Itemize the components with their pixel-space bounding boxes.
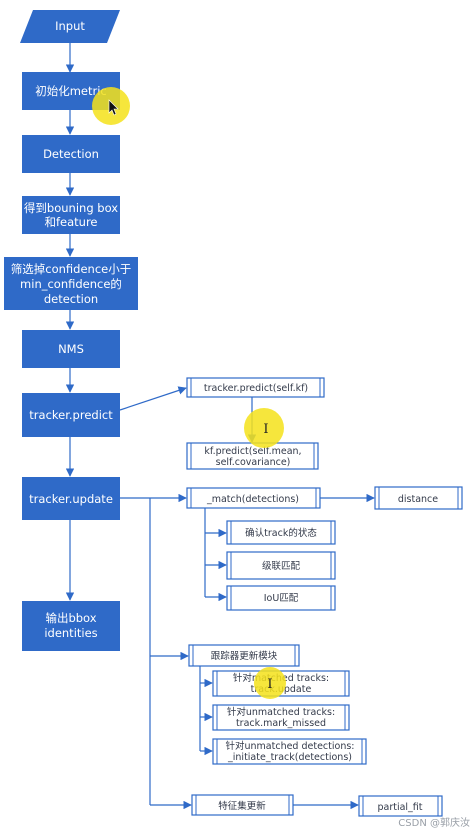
input-label: Input [55,19,85,33]
feature-set-update-node: 特征集更新 [191,794,294,816]
cursor-highlight-3: I [254,667,286,699]
distance-label: distance [398,494,438,505]
cascade-match-label: 级联匹配 [262,560,301,572]
output-label-line1: 输出bbox [45,611,96,625]
iou-match-node: IoU匹配 [226,585,336,611]
tracker-predict-call-node: tracker.predict(self.kf) [186,377,325,398]
init-metric-label: 初始化metric [35,84,107,98]
cascade-match-node: 级联匹配 [226,551,336,580]
get-bbox-label-line1: 得到bouning box [24,201,118,215]
cursor-highlight-1 [92,87,130,125]
nms-node: NMS [22,330,120,368]
filter-label-line3: detection [44,292,98,306]
distance-node: distance [374,486,463,510]
unmatched-tracks-label-line2: track.mark_missed [236,718,326,729]
unmatched-tracks-label-line1: 针对unmatched tracks: [227,706,335,718]
filter-confidence-node: 筛选掉confidence小于 min_confidence的 detectio… [4,257,138,310]
partial-fit-node: partial_fit [358,795,443,817]
tracker-predict-label: tracker.predict [29,408,113,422]
detection-label: Detection [43,147,99,161]
tracker-predict-call-label: tracker.predict(self.kf) [204,383,308,394]
detection-node: Detection [22,135,120,173]
tracker-predict-node: tracker.predict [22,393,120,437]
tracker-update-module-label: 跟踪器更新模块 [211,650,278,662]
update-branch-connectors [120,493,375,810]
unmatched-tracks-node: 针对unmatched tracks: track.mark_missed [212,704,350,731]
unmatched-detections-node: 针对unmatched detections: _initiate_track(… [212,738,367,765]
get-bbox-node: 得到bouning box 和feature [22,196,120,234]
input-node: Input [20,10,120,43]
get-bbox-label-line2: 和feature [44,215,97,229]
feature-set-update-label: 特征集更新 [218,800,266,812]
match-detections-label: _match(detections) [206,494,299,505]
kf-predict-label-line2: self.covariance) [216,457,291,468]
output-node: 输出bbox identities [22,601,120,651]
unmatched-detections-label-line2: _initiate_track(detections) [227,752,352,763]
tracker-update-node: tracker.update [22,477,120,520]
nms-label: NMS [58,342,84,356]
kf-predict-label-line1: kf.predict(self.mean, [204,446,301,457]
filter-label-line1: 筛选掉confidence小于 [11,262,131,276]
cursor-highlight-2: I [244,408,284,448]
unmatched-detections-label-line1: 针对unmatched detections: [226,740,355,752]
match-detections-node: _match(detections) [186,487,321,509]
confirm-track-state-node: 确认track的状态 [226,520,336,545]
tracker-update-module-node: 跟踪器更新模块 [188,644,300,667]
csdn-watermark: CSDN @郭庆汝 [398,816,470,829]
output-label-line2: identities [44,626,97,640]
filter-label-line2: min_confidence的 [20,277,122,291]
text-cursor-icon: I [267,677,272,692]
confirm-track-state-label: 确认track的状态 [245,527,317,539]
text-cursor-icon: I [263,422,268,437]
tracker-update-label: tracker.update [29,492,113,506]
partial-fit-label: partial_fit [377,802,422,813]
iou-match-label: IoU匹配 [264,593,299,604]
mouse-pointer-icon [108,99,119,116]
kf-predict-node: kf.predict(self.mean, self.covariance) [186,442,319,470]
